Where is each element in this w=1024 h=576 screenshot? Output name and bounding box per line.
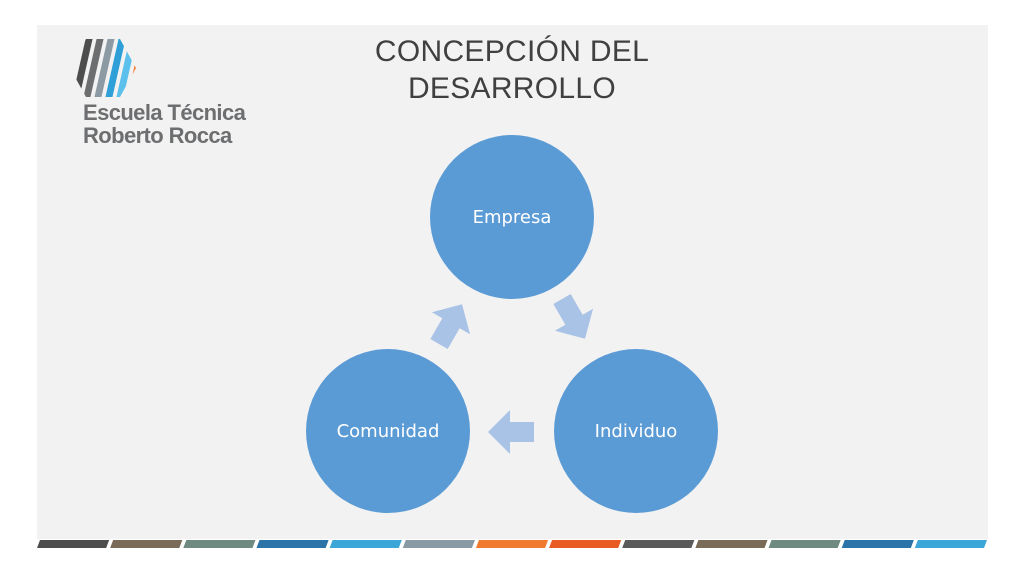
cycle-arrow-icon [430,304,471,350]
logo-text: Escuela Técnica Roberto Rocca [83,100,246,148]
cycle-node-individuo [554,349,718,513]
footer-stripe-segment [841,540,914,548]
footer-color-stripe [37,540,987,548]
cycle-arrow-icon [488,410,534,454]
title-line-2: DESARROLLO [407,72,617,105]
cycle-node-label: Individuo [595,421,678,442]
logo-stripe [105,39,126,97]
footer-stripe-segment [475,540,549,548]
footer-stripe-segment [329,540,402,548]
hexagon-stripes-logo-icon [72,39,136,97]
cycle-arrow-icon [553,293,594,339]
footer-stripe-segment [622,540,695,548]
footer-stripe-segment [768,540,841,548]
footer-stripe-segment [183,540,256,548]
footer-stripe-segment [695,540,768,548]
school-logo: Escuela Técnica Roberto Rocca [68,37,268,149]
footer-stripe-segment [37,540,110,548]
footer-stripe-segment [549,540,622,548]
cycle-node-comunidad [306,349,470,513]
logo-stripe [83,39,104,97]
footer-stripe-segment [256,540,329,548]
footer-stripe-segment [402,540,475,548]
logo-line-2: Roberto Rocca [83,123,232,148]
footer-stripe-segment [110,540,183,548]
cycle-node-empresa [430,135,594,299]
cycle-node-label: Comunidad [337,421,440,442]
title-line-1: CONCEPCIÓN DEL [374,35,650,68]
cycle-node-label: Empresa [473,207,552,228]
footer-stripe-segment [914,540,987,548]
slide-title: CONCEPCIÓN DEL DESARROLLO [300,33,724,107]
logo-line-1: Escuela Técnica [83,100,246,125]
logo-stripe [94,39,115,97]
